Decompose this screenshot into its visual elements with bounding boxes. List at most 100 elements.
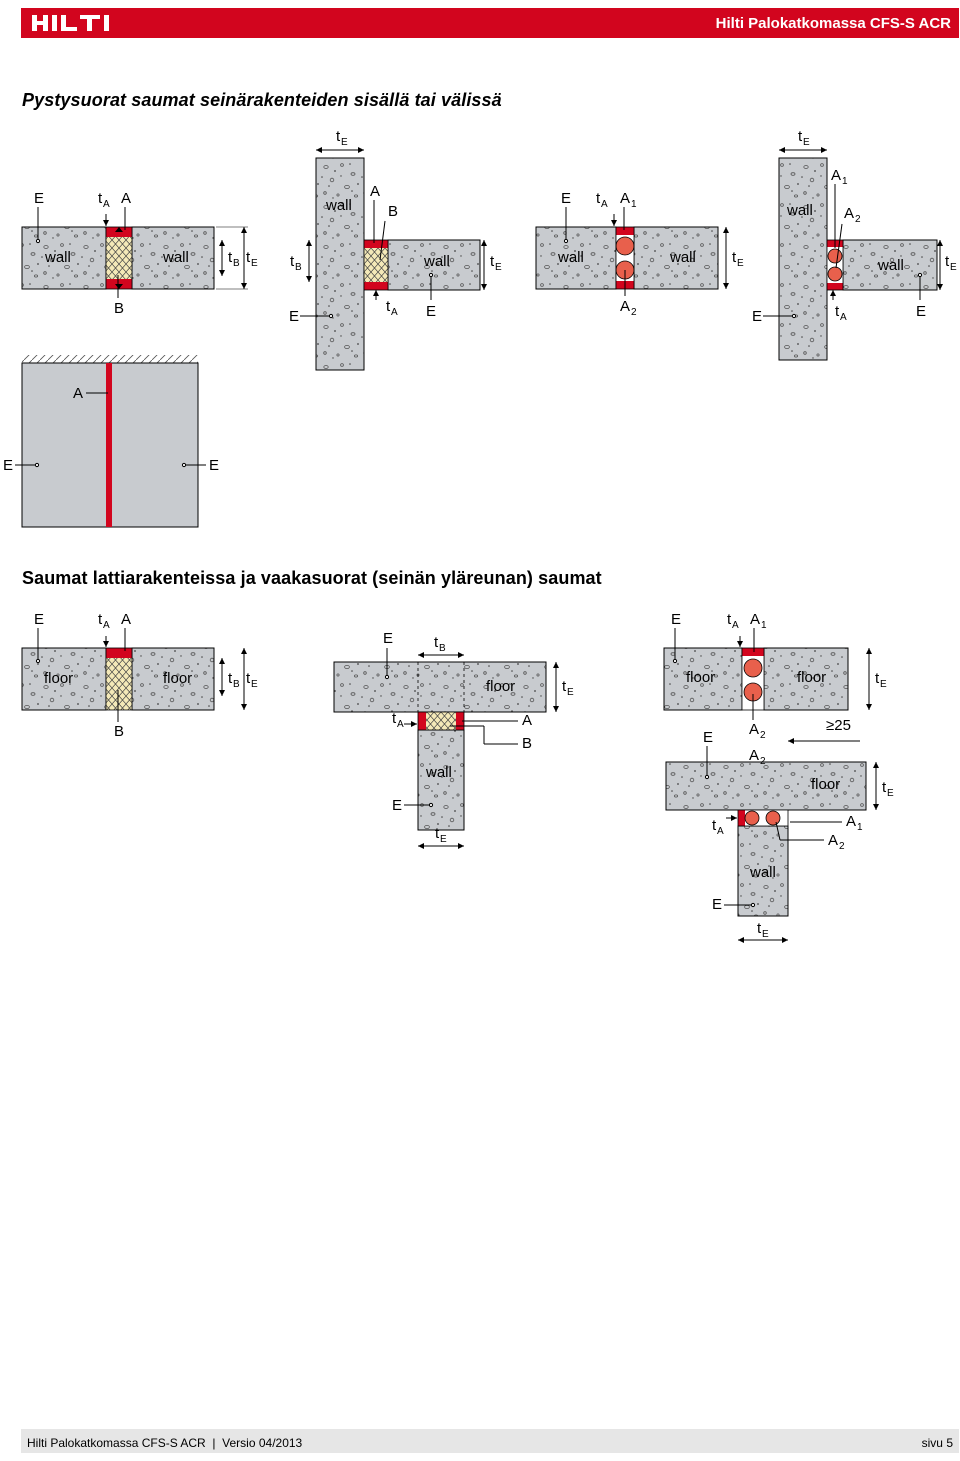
svg-text:t: t <box>392 710 397 727</box>
svg-text:A: A <box>121 611 131 628</box>
svg-text:wall: wall <box>423 253 450 270</box>
svg-text:A: A <box>732 620 739 631</box>
svg-text:A: A <box>601 199 608 210</box>
svg-text:B: B <box>522 735 532 752</box>
svg-text:A: A <box>103 199 110 210</box>
svg-text:2: 2 <box>839 841 845 852</box>
svg-text:A: A <box>749 747 759 764</box>
svg-text:t: t <box>835 303 840 320</box>
svg-text:A: A <box>828 832 838 849</box>
svg-text:B: B <box>295 262 302 273</box>
svg-text:E: E <box>289 308 299 325</box>
svg-text:wall: wall <box>877 257 904 274</box>
svg-text:E: E <box>251 258 258 269</box>
svg-text:B: B <box>233 258 240 269</box>
svg-text:E: E <box>762 929 769 940</box>
svg-text:A: A <box>370 183 380 200</box>
page-footer: Hilti Palokatkomassa CFS-S ACR | Versio … <box>21 1429 959 1453</box>
svg-text:1: 1 <box>857 822 863 833</box>
svg-text:A: A <box>620 190 630 207</box>
svg-text:A: A <box>522 712 532 729</box>
svg-text:t: t <box>434 634 439 651</box>
svg-text:E: E <box>567 687 574 698</box>
svg-text:A: A <box>391 307 398 318</box>
svg-text:E: E <box>880 679 887 690</box>
svg-text:E: E <box>341 137 348 148</box>
svg-text:A: A <box>103 620 110 631</box>
svg-text:t: t <box>336 128 341 145</box>
svg-text:A: A <box>840 312 847 323</box>
svg-text:t: t <box>875 670 880 687</box>
page-header: Hilti Palokatkomassa CFS-S ACR <box>21 8 959 38</box>
svg-text:B: B <box>114 300 124 317</box>
svg-text:wall: wall <box>162 249 189 266</box>
svg-text:E: E <box>426 303 436 320</box>
svg-text:E: E <box>752 308 762 325</box>
svg-text:B: B <box>388 203 398 220</box>
svg-text:A: A <box>717 826 724 837</box>
section-title-vertical-joints: Pystysuorat saumat seinärakenteiden sisä… <box>22 90 502 110</box>
svg-text:E: E <box>916 303 926 320</box>
svg-text:t: t <box>490 253 495 270</box>
svg-text:A: A <box>620 298 630 315</box>
svg-text:floor: floor <box>797 669 826 686</box>
svg-text:wall: wall <box>786 202 813 219</box>
svg-text:floor: floor <box>44 670 73 687</box>
label-wall: wall <box>44 249 71 266</box>
svg-text:A: A <box>750 611 760 628</box>
svg-text:t: t <box>246 670 251 687</box>
svg-text:t: t <box>228 249 233 266</box>
svg-text:wall: wall <box>669 249 696 266</box>
footer-page-number: sivu 5 <box>921 1436 953 1450</box>
svg-text:E: E <box>495 262 502 273</box>
svg-text:t: t <box>246 249 251 266</box>
svg-text:E: E <box>34 190 44 207</box>
svg-text:t: t <box>727 611 732 628</box>
svg-text:B: B <box>233 679 240 690</box>
svg-text:E: E <box>703 729 713 746</box>
svg-text:wall: wall <box>749 864 776 881</box>
hilti-logo <box>30 13 134 33</box>
svg-text:A: A <box>844 205 854 222</box>
svg-text:A: A <box>831 167 841 184</box>
svg-text:wall: wall <box>325 197 352 214</box>
svg-text:E: E <box>737 258 744 269</box>
svg-text:A: A <box>749 721 759 738</box>
diagram-wall-elevation: A E E <box>3 355 219 528</box>
svg-text:2: 2 <box>760 730 766 741</box>
svg-text:t: t <box>562 678 567 695</box>
svg-text:t: t <box>757 920 762 937</box>
svg-text:E: E <box>712 896 722 913</box>
svg-text:1: 1 <box>842 176 848 187</box>
svg-text:wall: wall <box>425 764 452 781</box>
svg-text:A: A <box>73 385 83 402</box>
svg-text:t: t <box>882 779 887 796</box>
svg-text:E: E <box>34 611 44 628</box>
svg-text:E: E <box>392 797 402 814</box>
svg-text:E: E <box>3 457 13 474</box>
svg-text:E: E <box>440 834 447 845</box>
svg-text:t: t <box>290 253 295 270</box>
svg-text:floor: floor <box>686 669 715 686</box>
document-title: Hilti Palokatkomassa CFS-S ACR <box>715 15 951 32</box>
section-title-floor-joints: Saumat lattiarakenteissa ja vaakasuorat … <box>22 568 602 588</box>
svg-text:t: t <box>98 190 103 207</box>
svg-text:t: t <box>798 128 803 145</box>
svg-text:E: E <box>887 788 894 799</box>
svg-text:A: A <box>121 190 131 207</box>
svg-text:2: 2 <box>760 756 766 767</box>
svg-text:floor: floor <box>811 776 840 793</box>
svg-text:floor: floor <box>486 678 515 695</box>
svg-text:A: A <box>397 719 404 730</box>
svg-text:t: t <box>596 190 601 207</box>
svg-text:t: t <box>712 817 717 834</box>
footer-document-info: Hilti Palokatkomassa CFS-S ACR | Versio … <box>27 1436 303 1450</box>
svg-text:A: A <box>846 813 856 830</box>
